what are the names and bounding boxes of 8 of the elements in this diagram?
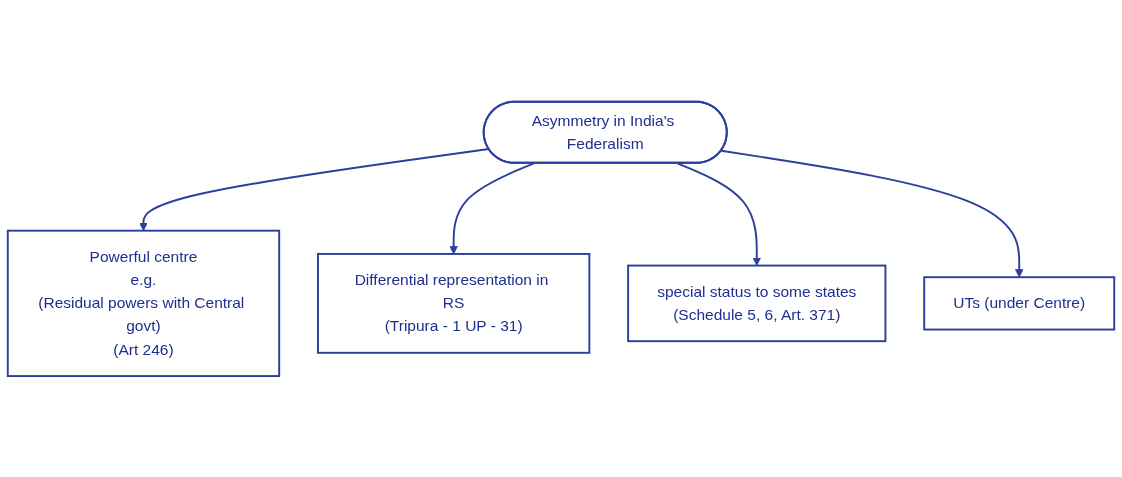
node-box: UTs (under Centre) bbox=[923, 275, 1116, 331]
node-box: Differential representation in RS (Tripura - 1 UP - 31) bbox=[316, 252, 591, 354]
arrow bbox=[720, 149, 1024, 278]
node-box: special status to some states (Schedule 5, 6, Art. 371) bbox=[627, 264, 887, 342]
node-box: Powerful centre e.g. (Residual powers with Central govt) (Art 246) bbox=[6, 229, 281, 377]
arrow bbox=[139, 147, 490, 231]
arrow bbox=[449, 161, 535, 254]
arrow bbox=[676, 161, 762, 266]
